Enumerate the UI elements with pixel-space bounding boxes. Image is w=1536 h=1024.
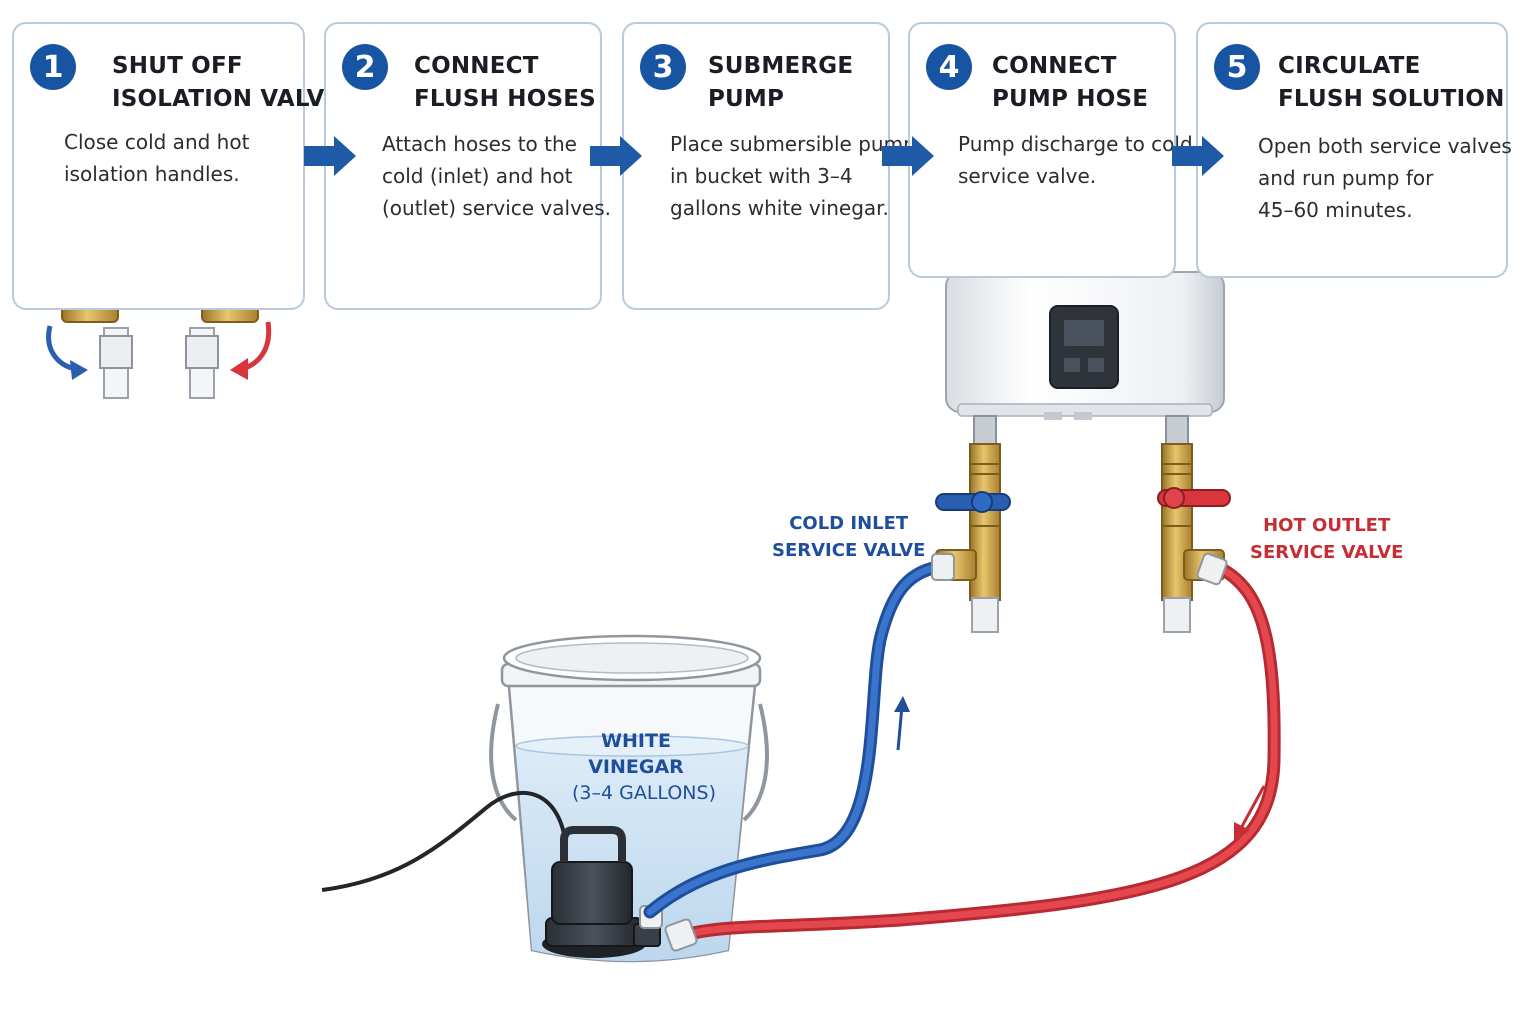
- step-arrow-icon: [304, 136, 356, 176]
- cold-service-valve-icon[interactable]: [935, 415, 1011, 633]
- hot-service-valve-icon[interactable]: [1157, 415, 1231, 633]
- step-description: Pump discharge to cold service valve.: [958, 132, 1193, 188]
- step-card-2: 2 CONNECT FLUSH HOSES Attach hoses to th…: [324, 22, 611, 310]
- step-description: Open both service valves and run pump fo…: [1258, 134, 1512, 222]
- step-number-badge: 2: [342, 44, 388, 90]
- step-description: Attach hoses to the cold (inlet) and hot…: [382, 132, 611, 220]
- step-description: Place submersible pump in bucket with 3–…: [670, 132, 916, 220]
- step-arrow-icon: [882, 136, 934, 176]
- step-card-1: 1 SHUT OFF ISOLATION VALVES Close cold a…: [12, 22, 357, 310]
- step-arrow-icon: [590, 136, 642, 176]
- step-title: CONNECT PUMP HOSE: [992, 53, 1149, 112]
- pump-power-cord: [321, 790, 568, 892]
- step-card-3: 3 SUBMERGE PUMP Place submersible pump i…: [622, 22, 916, 310]
- step-title: CIRCULATE FLUSH SOLUTION: [1278, 53, 1505, 112]
- cold-valve-label: COLD INLET SERVICE VALVE: [772, 513, 926, 561]
- step-number-badge: 3: [640, 44, 686, 90]
- hot-valve-label: HOT OUTLET SERVICE VALVE: [1250, 515, 1404, 563]
- step-number-badge: 4: [926, 44, 972, 90]
- step-card-5: 5 CIRCULATE FLUSH SOLUTION Open both ser…: [1196, 22, 1512, 278]
- step-number-badge: 1: [30, 44, 76, 90]
- rotation-arrowhead-icon: [70, 360, 88, 380]
- rotation-arrow-icon: [46, 325, 83, 373]
- step-title: SHUT OFF ISOLATION VALVES: [112, 53, 358, 112]
- step-title: CONNECT FLUSH HOSES: [414, 53, 596, 112]
- step-title: SUBMERGE PUMP: [708, 53, 854, 112]
- step-number-badge: 5: [1214, 44, 1260, 90]
- bucket-label: WHITE VINEGAR (3–4 GALLONS): [572, 730, 716, 804]
- submersible-pump-icon: [542, 826, 663, 958]
- flow-arrow-icon: [1234, 785, 1266, 842]
- step-description: Close cold and hot isolation handles.: [64, 130, 250, 186]
- rotation-arrowhead-icon: [230, 358, 248, 380]
- step-card-4: 4 CONNECT PUMP HOSE Pump discharge to co…: [908, 22, 1193, 278]
- step-arrow-icon: [1172, 136, 1224, 176]
- water-heater-icon: [945, 271, 1225, 420]
- flow-arrow-icon: [894, 696, 910, 751]
